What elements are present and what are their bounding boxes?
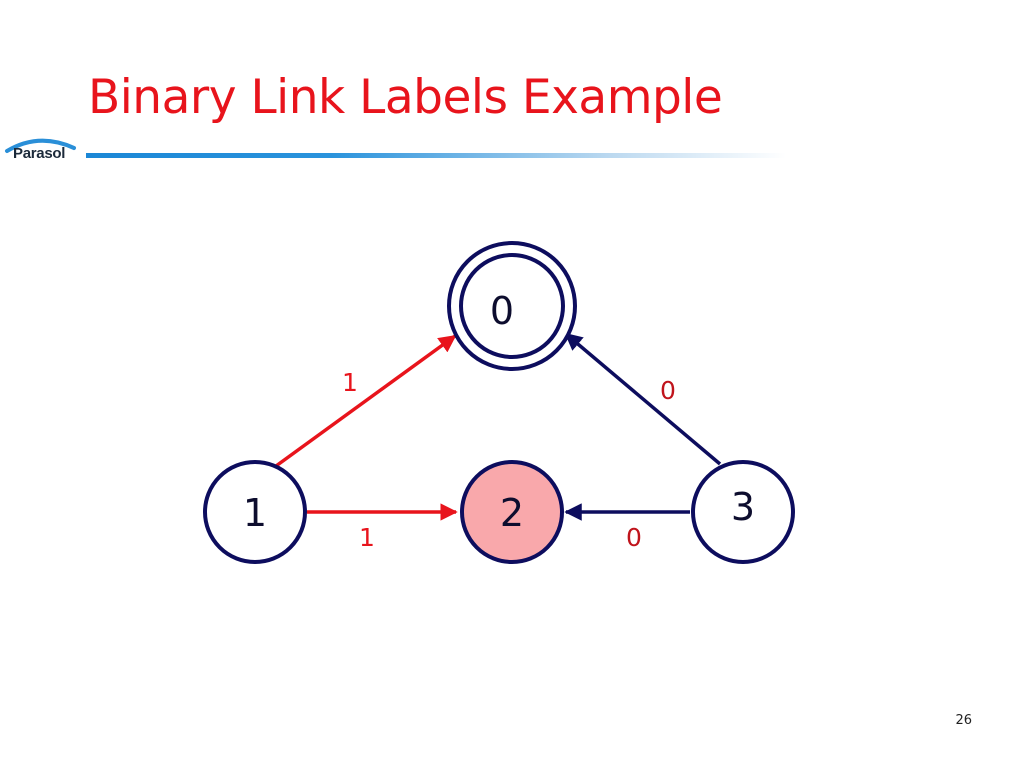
node-1-label: 1 xyxy=(243,491,267,535)
logo-text: Parasol xyxy=(13,145,66,162)
edge-label-1-to-0: 1 xyxy=(342,368,358,397)
node-0-label: 0 xyxy=(490,289,514,333)
page-number: 26 xyxy=(955,713,972,728)
logo-arc-icon xyxy=(5,138,76,153)
slide-title: Binary Link Labels Example xyxy=(88,70,723,125)
edge-label-1-to-2: 1 xyxy=(359,523,375,552)
edge-label-3-to-2: 0 xyxy=(626,523,642,552)
edge-1-to-0 xyxy=(274,334,457,468)
title-underline xyxy=(86,153,786,158)
node-3: 3 xyxy=(691,460,795,564)
node-3-label: 3 xyxy=(731,485,755,529)
edge-3-to-0 xyxy=(564,332,722,466)
node-2: 2 xyxy=(460,460,564,564)
parasol-logo: Parasol xyxy=(4,134,80,168)
edge-label-3-to-0: 0 xyxy=(660,376,676,405)
node-0: 0 xyxy=(447,241,577,371)
node-2-circle xyxy=(460,460,564,564)
node-2-label: 2 xyxy=(500,491,524,535)
node-1: 1 xyxy=(203,460,307,564)
